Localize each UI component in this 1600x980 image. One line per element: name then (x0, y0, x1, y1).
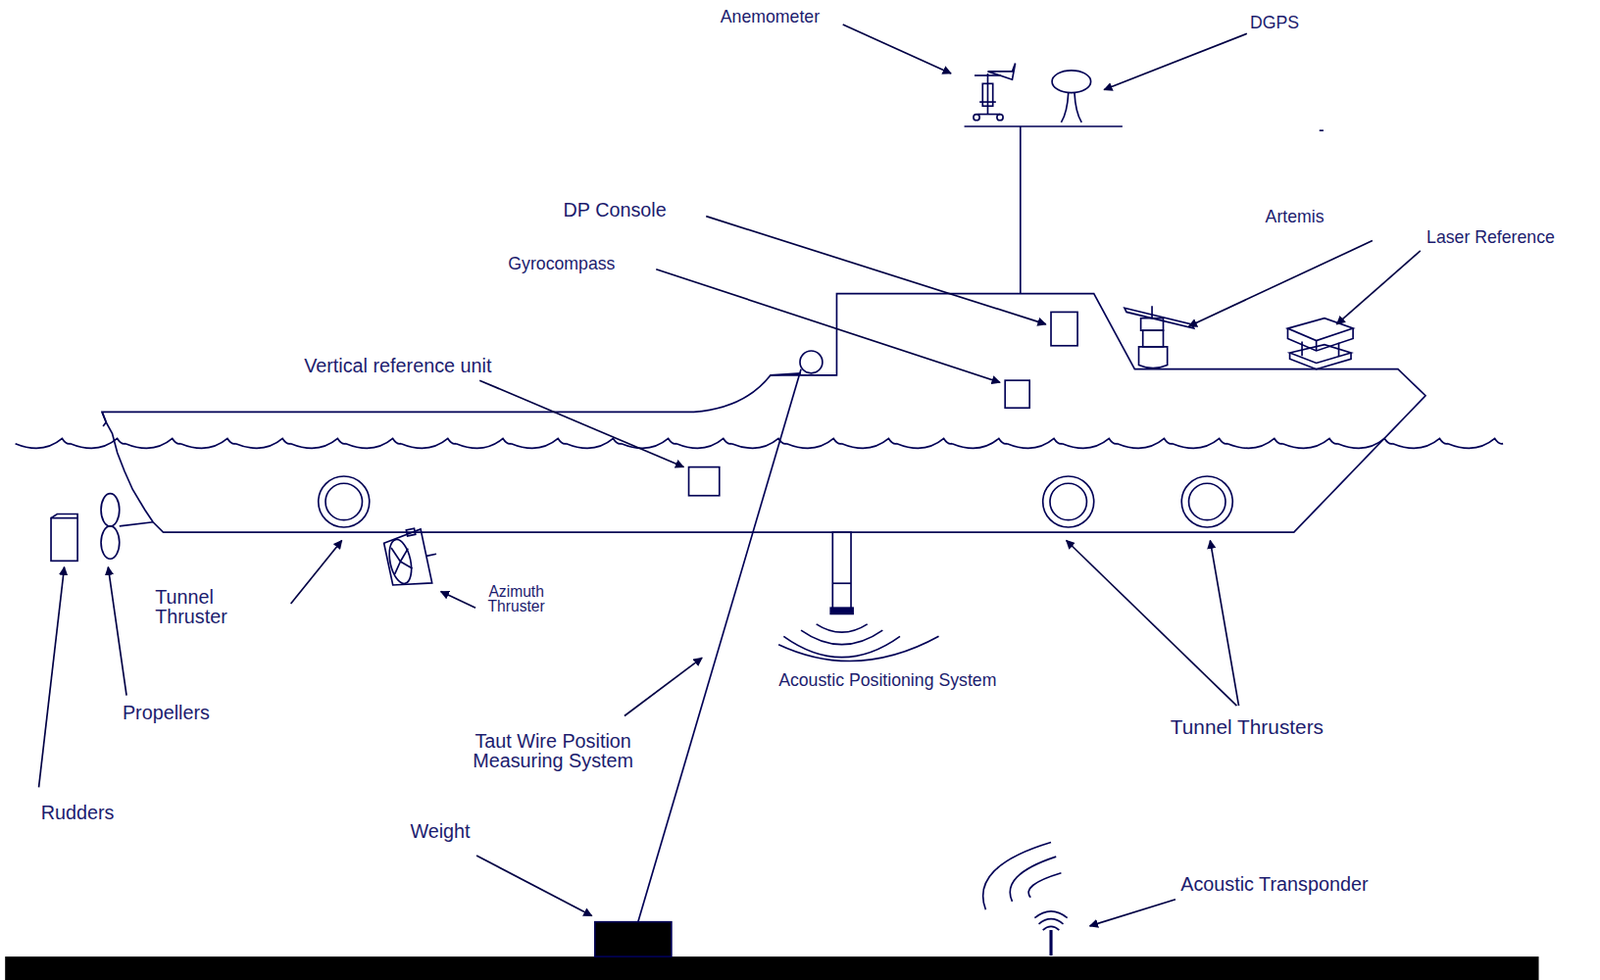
part-label: Rudders (41, 802, 115, 823)
anemometer-icon (973, 63, 1016, 121)
seabed (4, 956, 1539, 980)
leader-line (479, 380, 684, 467)
taut-wire (638, 369, 802, 924)
part-label: Laser Reference (1426, 228, 1555, 247)
gyrocompass-box (1004, 380, 1030, 408)
dp-console-box (1050, 311, 1078, 346)
mast-yard (964, 125, 1123, 128)
leader-line (655, 269, 1000, 384)
mast (1019, 126, 1022, 295)
part-label: DGPS (1250, 14, 1300, 33)
leader-line (476, 855, 593, 916)
leader-line (1189, 241, 1373, 327)
part-label: Taut Wire Position Measuring System (440, 731, 667, 771)
tunnel-thruster (1043, 476, 1095, 528)
acoustic-transponder-icon (983, 843, 1068, 957)
leader-line (291, 541, 343, 605)
part-label: Propellers (122, 702, 210, 723)
rudder-top (50, 513, 78, 518)
leader-line (1336, 250, 1420, 325)
part-label: Anemometer (720, 7, 820, 26)
tunnel-thruster (318, 476, 370, 528)
leader-line (1209, 541, 1239, 707)
rudder (50, 518, 78, 562)
leader-line (1090, 900, 1176, 927)
taut-wire-lead (770, 373, 801, 376)
azimuth-thruster (382, 525, 443, 592)
leader-line (107, 567, 127, 697)
stern-detail (101, 411, 106, 427)
propeller (100, 494, 153, 560)
leader-line (1066, 541, 1238, 707)
acoustic-pole (778, 532, 939, 661)
part-label: Tunnel Thrusters (1170, 717, 1324, 739)
leader-line (843, 24, 951, 74)
part-label: Weight (409, 822, 470, 843)
part-label: Vertical reference unit (303, 355, 492, 376)
part-label: Acoustic Transponder (1180, 875, 1368, 896)
vru-box (689, 467, 720, 497)
leader-line (705, 216, 1047, 325)
sea-surface (15, 438, 1503, 449)
part-label: DP Console (563, 200, 667, 220)
leader-line (39, 567, 65, 789)
part-label: Azimuth Thruster (475, 583, 557, 614)
laser-reference-icon (1287, 318, 1353, 370)
leader-line (1103, 33, 1248, 90)
leader-line (624, 657, 702, 716)
leader-line (441, 592, 476, 609)
artemis-icon (1124, 305, 1195, 368)
part-label: Acoustic Positioning System (778, 672, 997, 691)
part-label: Gyrocompass (507, 254, 615, 273)
part-label: Tunnel Thruster (154, 587, 252, 627)
taut-wire-weight (595, 922, 672, 957)
dgps-antenna (1051, 70, 1092, 123)
wire-sheave (800, 350, 823, 374)
tunnel-thruster (1181, 476, 1233, 528)
part-label: Artemis (1265, 207, 1325, 226)
stray-mark (1319, 129, 1324, 132)
